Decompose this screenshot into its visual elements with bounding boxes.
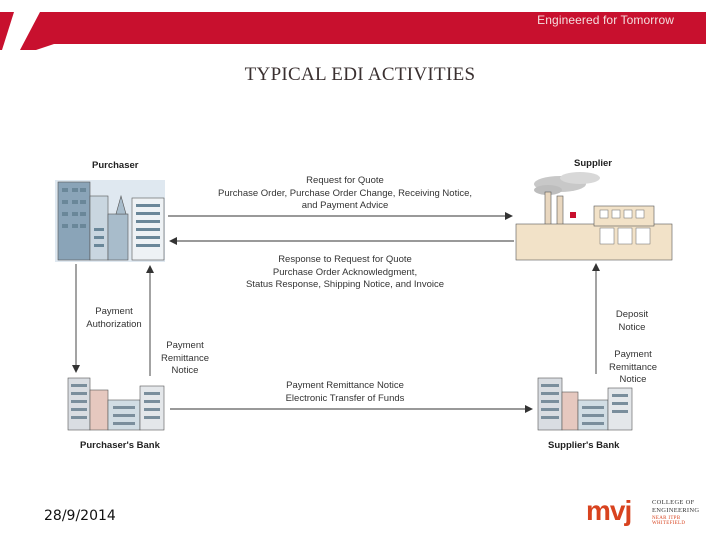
footer-date: 28/9/2014 — [44, 508, 116, 524]
purchaser-building-icon — [55, 180, 165, 262]
supplier-factory-icon — [515, 172, 673, 261]
page-title: TYPICAL EDI ACTIVITIES — [244, 64, 476, 85]
logo-line-2: ENGINEERING — [652, 507, 700, 514]
node-purchaser: Purchaser — [92, 160, 139, 171]
logo-mark: mvj — [586, 495, 632, 526]
logo-line-1: COLLEGE OF — [652, 499, 695, 506]
header-banner — [0, 0, 720, 52]
logo-line-3: NEAR ITPB WHITEFIELD — [652, 516, 686, 526]
node-supplier: Supplier — [574, 158, 613, 169]
suppliers-bank-icon — [537, 377, 633, 431]
flow-label-deposit-notice: Deposit Notice — [615, 309, 649, 333]
flow-label-bank-transfer: Payment Remittance Notice Electronic Tra… — [285, 380, 405, 404]
flow-label-to-purchaser: Response to Request for Quote Purchase O… — [245, 254, 445, 290]
college-logo: mvj COLLEGE OF ENGINEERING NEAR ITPB WHI… — [586, 495, 706, 529]
node-purchasers-bank: Purchaser's Bank — [80, 440, 160, 451]
purchasers-bank-icon — [67, 377, 165, 431]
flow-label-payment-remittance: Payment Remittance Notice — [160, 340, 210, 376]
node-suppliers-bank: Supplier's Bank — [548, 440, 620, 451]
header-tagline: Engineered for Tomorrow — [537, 13, 674, 27]
flow-label-supplier-remittance: Payment Remittance Notice — [608, 349, 658, 385]
flow-label-to-supplier: Request for Quote Purchase Order, Purcha… — [218, 175, 472, 211]
flow-label-payment-authorization: Payment Authorization — [86, 306, 142, 330]
